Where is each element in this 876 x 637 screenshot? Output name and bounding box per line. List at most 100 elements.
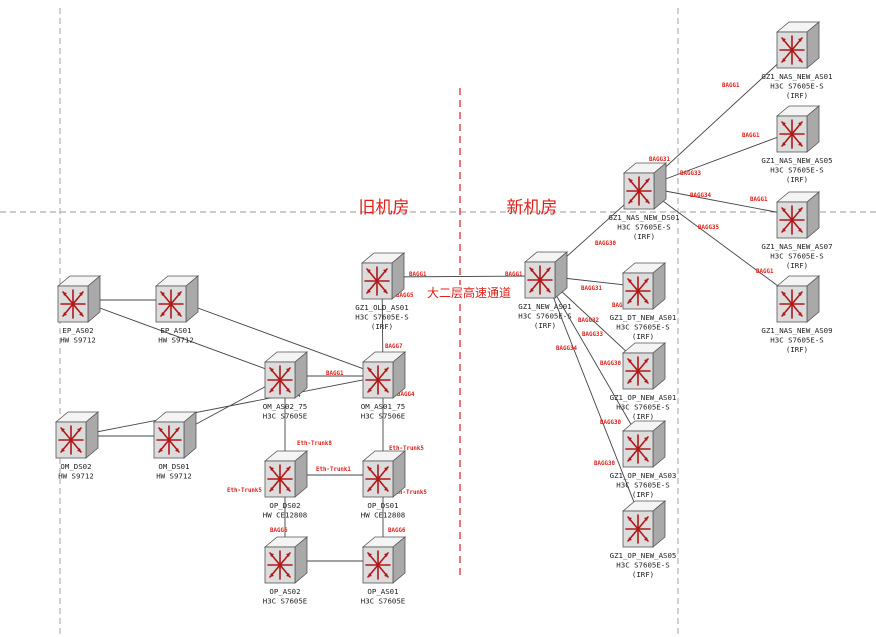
- link-label: BAGG33: [680, 171, 701, 177]
- node-label: HW CE12808: [361, 511, 406, 520]
- network-switch-icon: [622, 500, 666, 548]
- network-switch-icon: [776, 105, 820, 153]
- link-label: BAGG1: [750, 197, 768, 203]
- network-switch-icon: [776, 191, 820, 239]
- corridor-label-bg: [422, 285, 514, 301]
- link-gz1_new_as01-gz1_op_new_as05: [544, 275, 644, 526]
- node-label: OM_DS01: [158, 462, 189, 471]
- node-label: H3C S7605E-S: [770, 166, 823, 175]
- link-label: BAGG33: [582, 332, 603, 338]
- link-label: Eth-Trunk5: [389, 446, 424, 452]
- node-label: H3C S7605E: [263, 597, 308, 606]
- node-label: GZ1_OP_NEW_AS03: [610, 471, 677, 480]
- node-label: HW S9712: [156, 472, 192, 481]
- link-label: BAGG1: [722, 83, 740, 89]
- node-label: (IRF): [632, 490, 654, 499]
- network-switch-icon: [776, 275, 820, 323]
- link-gz1_nas_new_ds01-gz1_nas_new_as07: [643, 186, 798, 217]
- node-label: EP_AS02: [62, 326, 93, 335]
- node-label: (IRF): [633, 232, 655, 241]
- node-label: H3C S7605E-S: [518, 312, 571, 321]
- node-label: H3C S7605E: [361, 597, 406, 606]
- node-label: H3C S7605E-S: [355, 313, 408, 322]
- link-label: BAGG5: [396, 293, 414, 299]
- node-label: GZ1_OLD_AS01: [355, 303, 408, 312]
- network-switch-icon: [264, 450, 308, 498]
- link-label: BAGG32: [578, 318, 599, 324]
- node-label: GZ1_NAS_NEW_AS09: [761, 326, 832, 335]
- node-label: GZ1_NEW_AS01: [518, 302, 571, 311]
- link-label: BAGG30: [595, 241, 616, 247]
- link-label: Eth-Trunk8: [297, 441, 332, 447]
- link-label: BAGG34: [690, 193, 711, 199]
- node-label: OP_DS01: [367, 501, 398, 510]
- node-label: GZ1_OP_NEW_AS05: [610, 551, 677, 560]
- node-label: (IRF): [534, 321, 556, 330]
- link-ep_as02-om_as02_75: [77, 299, 286, 377]
- link-label: Eth-Trunk1: [316, 467, 351, 473]
- link-label: BAGG1: [742, 133, 760, 139]
- node-label: (IRF): [786, 261, 808, 270]
- network-switch-icon: [622, 342, 666, 390]
- node-label: H3C S7605E-S: [770, 336, 823, 345]
- node-label: OM_AS02_75: [263, 402, 308, 411]
- link-ep_as01-om_as01_75: [175, 299, 384, 377]
- link-label: BAGG6: [270, 528, 288, 534]
- node-label: GZ1_NAS_NEW_AS07: [761, 242, 832, 251]
- node-label: OP_AS02: [269, 587, 300, 596]
- node-label: EP_AS01: [160, 326, 191, 335]
- node-label: H3C S7605E-S: [616, 561, 669, 570]
- network-switch-icon: [55, 411, 99, 459]
- node-label: H3C S7605E-S: [617, 223, 670, 232]
- corridor-label: 大二层高速通道: [427, 285, 511, 300]
- network-switch-icon: [524, 251, 568, 299]
- node-label: GZ1_NAS_NEW_AS01: [761, 72, 832, 81]
- link-gz1_old_as01-gz1_new_as01: [381, 275, 546, 278]
- node-label: (IRF): [786, 175, 808, 184]
- link-label: BAGG30: [600, 361, 621, 367]
- network-switch-icon: [153, 411, 197, 459]
- node-label: H3C S7506E: [361, 412, 406, 421]
- link-gz1_nas_new_ds01-gz1_nas_new_as01: [643, 45, 798, 188]
- link-label: BAGG34: [556, 346, 577, 352]
- network-switch-icon: [361, 252, 405, 300]
- network-switch-icon: [155, 275, 199, 323]
- node-label: OP_DS02: [269, 501, 300, 510]
- node-label: (IRF): [632, 332, 654, 341]
- node-label: OP_AS01: [367, 587, 398, 596]
- link-label: BAGG1: [409, 272, 427, 278]
- node-label: OM_AS01_75: [361, 402, 406, 411]
- node-label: OM_DS02: [60, 462, 91, 471]
- link-label: BAGG6: [388, 528, 406, 534]
- network-switch-icon: [622, 420, 666, 468]
- node-label: H3C S7605E-S: [616, 481, 669, 490]
- network-switch-icon: [623, 162, 667, 210]
- node-label: GZ1_NAS_NEW_AS05: [761, 156, 832, 165]
- link-label: BAGG7: [385, 344, 403, 350]
- old-room-label: 旧机房: [359, 198, 410, 218]
- node-label: (IRF): [632, 570, 654, 579]
- guide-lines: [0, 8, 876, 637]
